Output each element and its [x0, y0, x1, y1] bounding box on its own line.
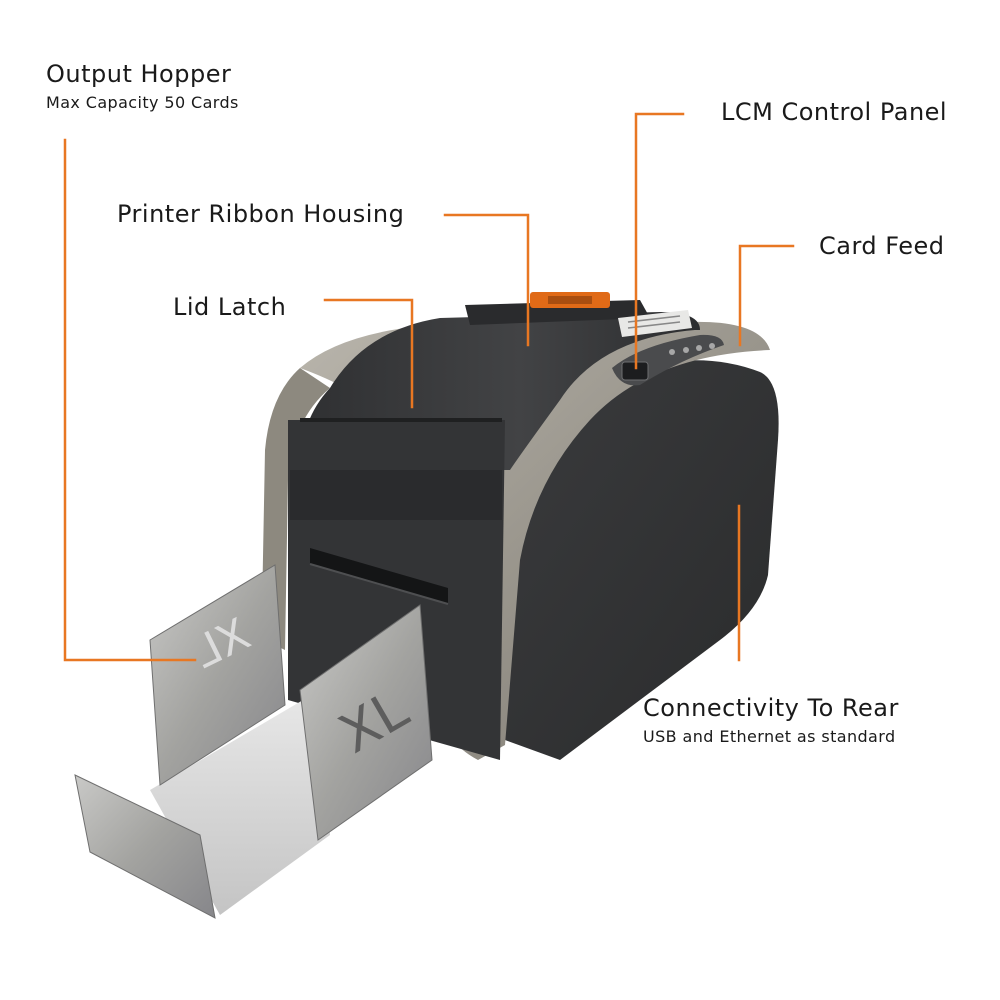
- panel-button-2: [683, 347, 689, 353]
- hopper-back-plate: [149, 564, 286, 786]
- leader-lid-latch: [323, 298, 414, 409]
- printer-shell-left: [262, 368, 330, 650]
- ribbon-release-tab-shade: [548, 296, 592, 304]
- output-hopper-label: Output Hopper: [46, 60, 232, 88]
- lcm-panel-label: LCM Control Panel: [721, 98, 948, 126]
- leader-ribbon-housing: [443, 213, 530, 347]
- panel-button-1: [669, 349, 675, 355]
- front-band: [290, 470, 502, 520]
- leader-card-feed: [738, 244, 795, 347]
- panel-button-3: [696, 345, 702, 351]
- hopper-side-plate: [299, 604, 433, 841]
- card-exit-slot: [310, 548, 448, 604]
- card-feed-label: Card Feed: [819, 232, 945, 260]
- panel-button-4: [709, 343, 715, 349]
- output-hopper-sublabel: Max Capacity 50 Cards: [46, 93, 239, 112]
- leader-output-hopper: [63, 138, 197, 662]
- ribbon-housing-label: Printer Ribbon Housing: [117, 200, 405, 228]
- lid-latch-label: Lid Latch: [173, 293, 287, 321]
- connectivity-sublabel: USB and Ethernet as standard: [643, 727, 896, 746]
- connectivity-label: Connectivity To Rear: [643, 694, 899, 722]
- lid-seam: [300, 418, 502, 422]
- leader-lcm-panel: [634, 112, 685, 370]
- printer-side-panel: [505, 360, 779, 760]
- hopper-front-lip: [74, 774, 216, 919]
